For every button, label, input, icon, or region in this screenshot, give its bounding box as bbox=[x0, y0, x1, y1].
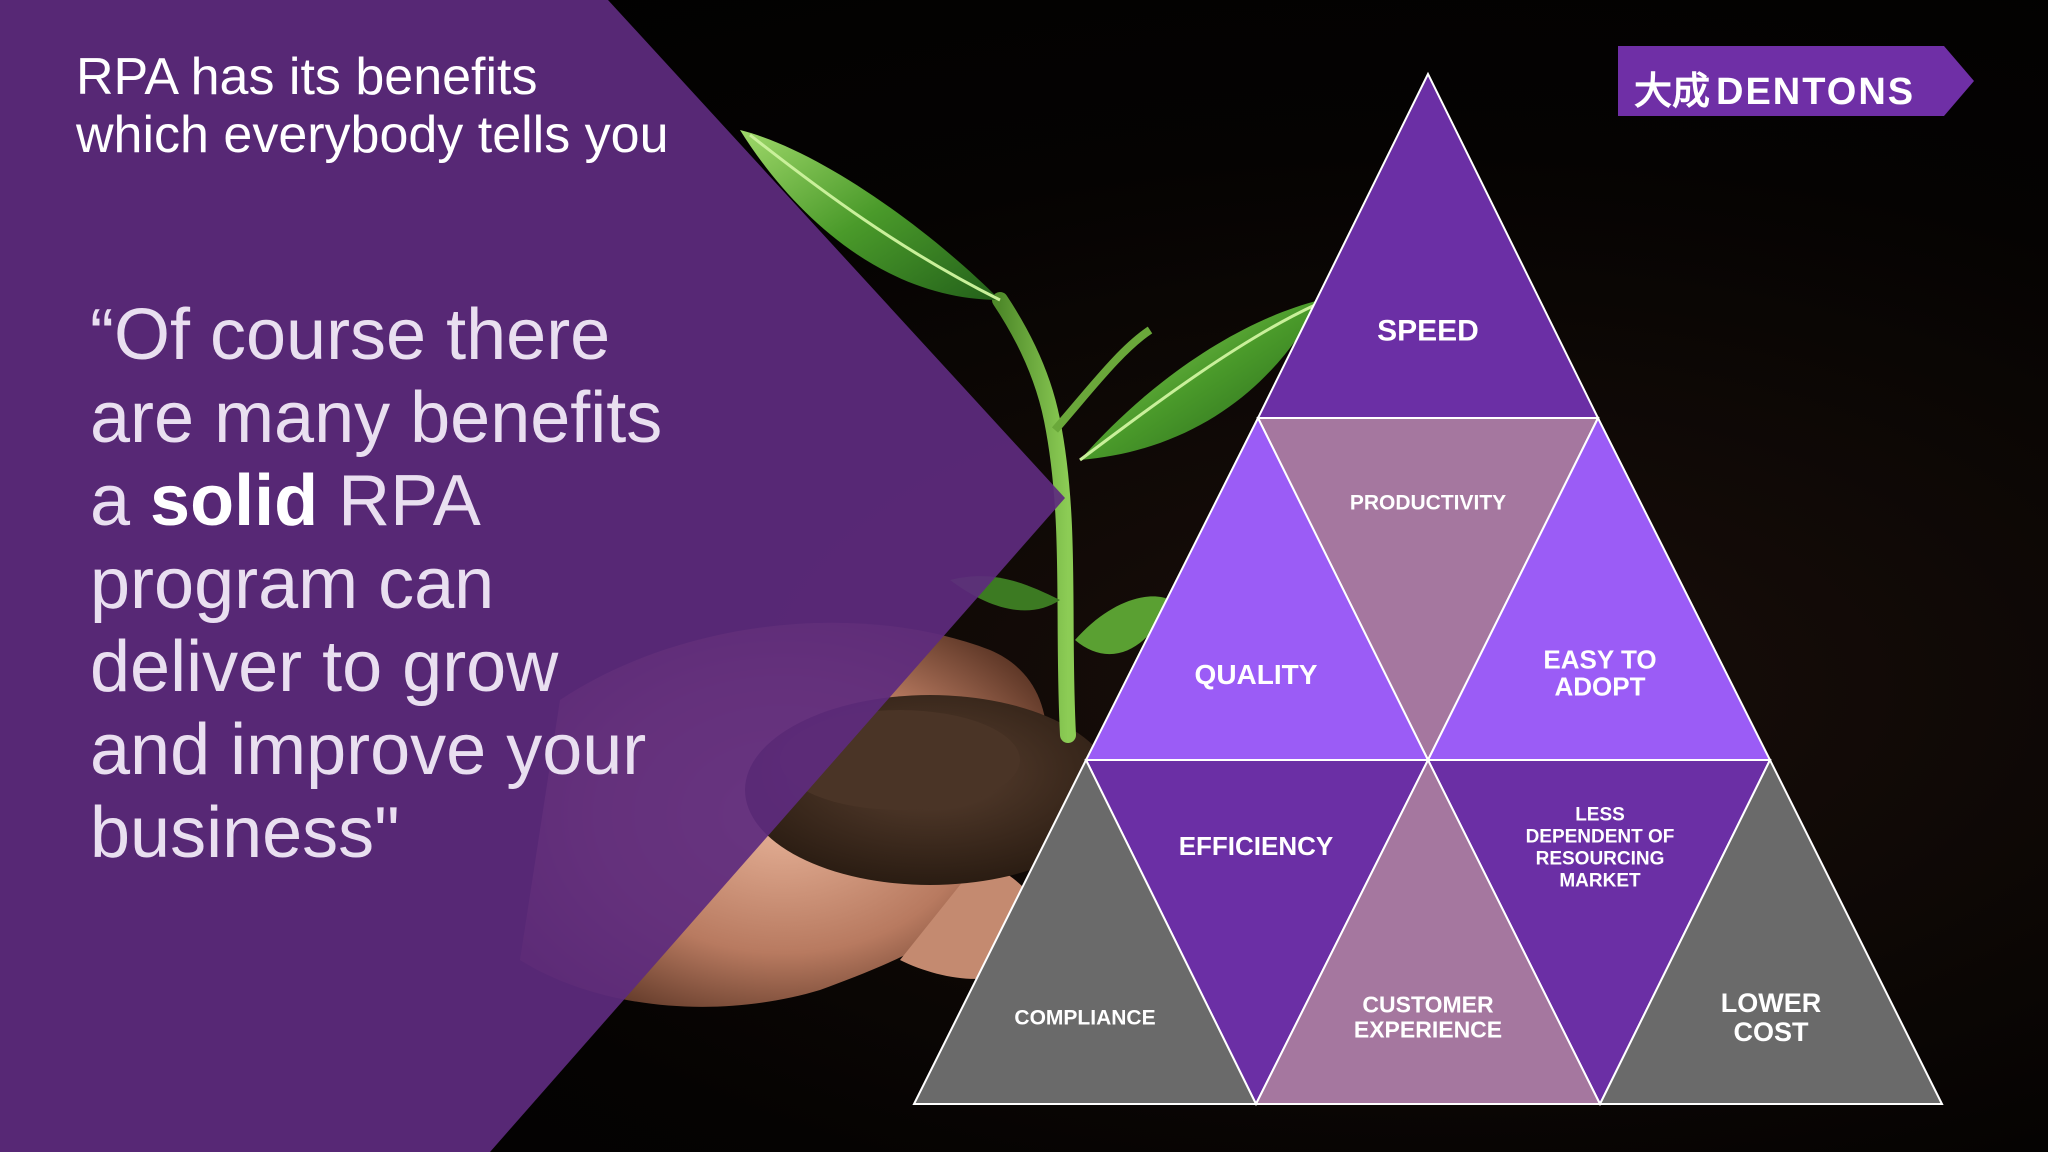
pyramid-label-quality: QUALITY bbox=[1195, 659, 1318, 690]
quote-text: “Of course there are many benefits a sol… bbox=[90, 294, 770, 875]
pyramid-segment-customer-experience bbox=[1254, 757, 1602, 1105]
dentons-logo bbox=[1618, 46, 1974, 116]
pyramid-label-compliance: COMPLIANCE bbox=[1014, 1006, 1155, 1029]
stem bbox=[992, 292, 1076, 743]
leaf-top bbox=[740, 130, 1000, 300]
pyramid-label-productivity: PRODUCTIVITY bbox=[1350, 491, 1506, 514]
leaf-right bbox=[1080, 300, 1320, 460]
pyramid-segment-lower-cost bbox=[1598, 757, 1944, 1105]
quote-line: “Of course there bbox=[90, 295, 611, 375]
quote-line: program can bbox=[90, 544, 495, 624]
pyramid-label-efficiency: EFFICIENCY bbox=[1179, 831, 1334, 861]
quote-line: are many benefits bbox=[90, 378, 663, 458]
leaf-lower-right bbox=[1075, 596, 1170, 655]
quote-line: and improve your bbox=[90, 710, 647, 790]
pyramid-segment-speed bbox=[1256, 71, 1600, 419]
heading-line-1: RPA has its benefits bbox=[76, 48, 538, 106]
quote-line: deliver to grow bbox=[90, 627, 559, 707]
quote-line: a solid RPA bbox=[90, 461, 481, 541]
pyramid-label-speed: SPEED bbox=[1377, 315, 1479, 348]
quote-line: business" bbox=[90, 793, 400, 873]
pyramid-segment-compliance bbox=[912, 757, 1258, 1105]
quote-emphasis: solid bbox=[150, 461, 319, 541]
heading-line-2: which everybody tells you bbox=[76, 106, 669, 164]
